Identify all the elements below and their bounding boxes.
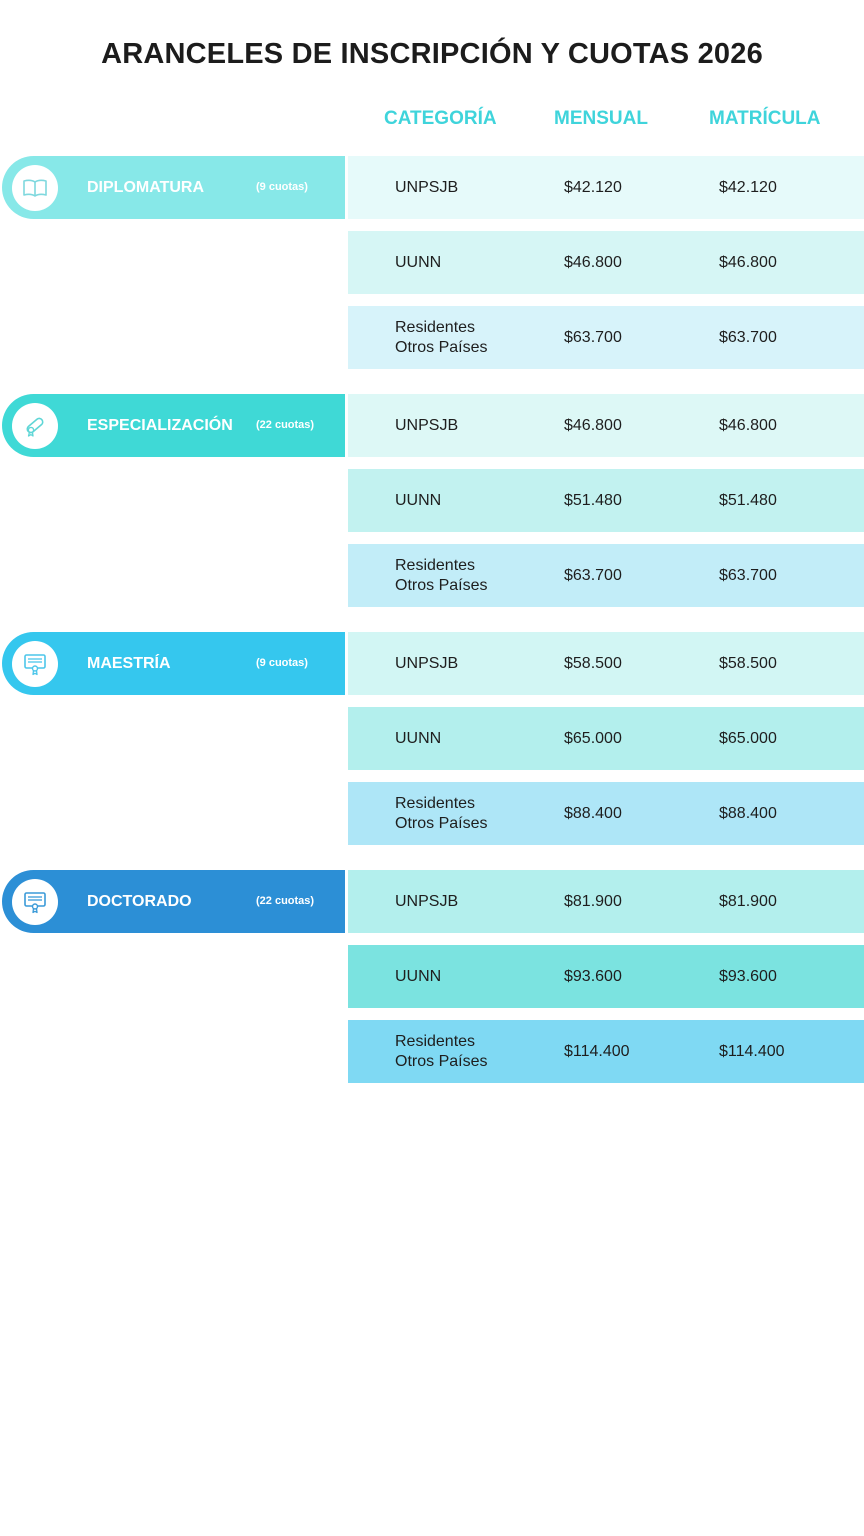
program-cuotas: (22 cuotas) [256,895,315,907]
cell-matricula: $58.500 [719,654,777,672]
cell-matricula: $63.700 [719,566,777,584]
diploma-scroll-icon [12,403,58,449]
program-name: MAESTRÍA [87,655,171,672]
program-cuotas: (9 cuotas) [256,657,308,669]
cell-categoria: UNPSJB [395,178,459,196]
program-pill: DOCTORADO (22 cuotas) [2,870,345,933]
cell-categoria: Residentes Otros Países [395,794,488,832]
cell-mensual: $114.400 [564,1042,630,1060]
cell-categoria: Residentes Otros Países [395,1032,488,1070]
table-row: UNPSJB $58.500 $58.500 [348,632,864,695]
column-header-mensual: MENSUAL [554,108,648,129]
cell-mensual: $63.700 [564,566,622,584]
cell-categoria: Residentes Otros Países [395,318,488,356]
cell-matricula: $46.800 [719,416,777,434]
cell-matricula: $42.120 [719,178,777,196]
cell-mensual: $46.800 [564,253,622,271]
cell-matricula: $51.480 [719,491,777,509]
program-pill: ESPECIALIZACIÓN (22 cuotas) [2,394,345,457]
column-header-matricula: MATRÍCULA [709,108,821,129]
cell-mensual: $65.000 [564,729,622,747]
page-title: ARANCELES DE INSCRIPCIÓN Y CUOTAS 2026 [101,38,763,70]
cell-categoria: UUNN [395,729,442,747]
cell-mensual: $51.480 [564,491,622,509]
cell-categoria: UUNN [395,491,442,509]
cell-matricula: $114.400 [719,1042,785,1060]
table-row: Residentes Otros Países $114.400 $114.40… [348,1020,864,1083]
cell-matricula: $65.000 [719,729,777,747]
cell-matricula: $88.400 [719,804,777,822]
program-name: ESPECIALIZACIÓN [87,417,233,434]
cell-matricula: $46.800 [719,253,777,271]
table-row: Residentes Otros Países $88.400 $88.400 [348,782,864,845]
table-row: UUNN $65.000 $65.000 [348,707,864,770]
table-row: Residentes Otros Países $63.700 $63.700 [348,306,864,369]
table-row: Residentes Otros Países $63.700 $63.700 [348,544,864,607]
cell-categoria: UNPSJB [395,416,459,434]
book-icon [12,165,58,211]
cell-matricula: $63.700 [719,328,777,346]
table-row: UUNN $51.480 $51.480 [348,469,864,532]
table-row: UUNN $93.600 $93.600 [348,945,864,1008]
program-cuotas: (22 cuotas) [256,419,315,431]
cell-mensual: $81.900 [564,892,622,910]
table-row: UNPSJB $42.120 $42.120 [348,156,864,219]
program-name: DOCTORADO [87,893,192,910]
cell-mensual: $58.500 [564,654,622,672]
certificate-icon [12,879,58,925]
table-row: UNPSJB $46.800 $46.800 [348,394,864,457]
certificate-icon [12,641,58,687]
program-name: DIPLOMATURA [87,179,205,196]
cell-mensual: $46.800 [564,416,622,434]
cell-categoria: UUNN [395,253,442,271]
cell-mensual: $88.400 [564,804,622,822]
cell-categoria: Residentes Otros Países [395,556,488,594]
program-pill: MAESTRÍA (9 cuotas) [2,632,345,695]
cell-matricula: $93.600 [719,967,777,985]
cell-mensual: $42.120 [564,178,622,196]
cell-categoria: UNPSJB [395,892,459,910]
cell-categoria: UUNN [395,967,442,985]
cell-mensual: $63.700 [564,328,622,346]
table-row: UUNN $46.800 $46.800 [348,231,864,294]
cell-matricula: $81.900 [719,892,777,910]
cell-categoria: UNPSJB [395,654,459,672]
cell-mensual: $93.600 [564,967,622,985]
program-cuotas: (9 cuotas) [256,181,308,193]
program-pill: DIPLOMATURA (9 cuotas) [2,156,345,219]
column-header-categoria: CATEGORÍA [384,108,497,129]
table-row: UNPSJB $81.900 $81.900 [348,870,864,933]
